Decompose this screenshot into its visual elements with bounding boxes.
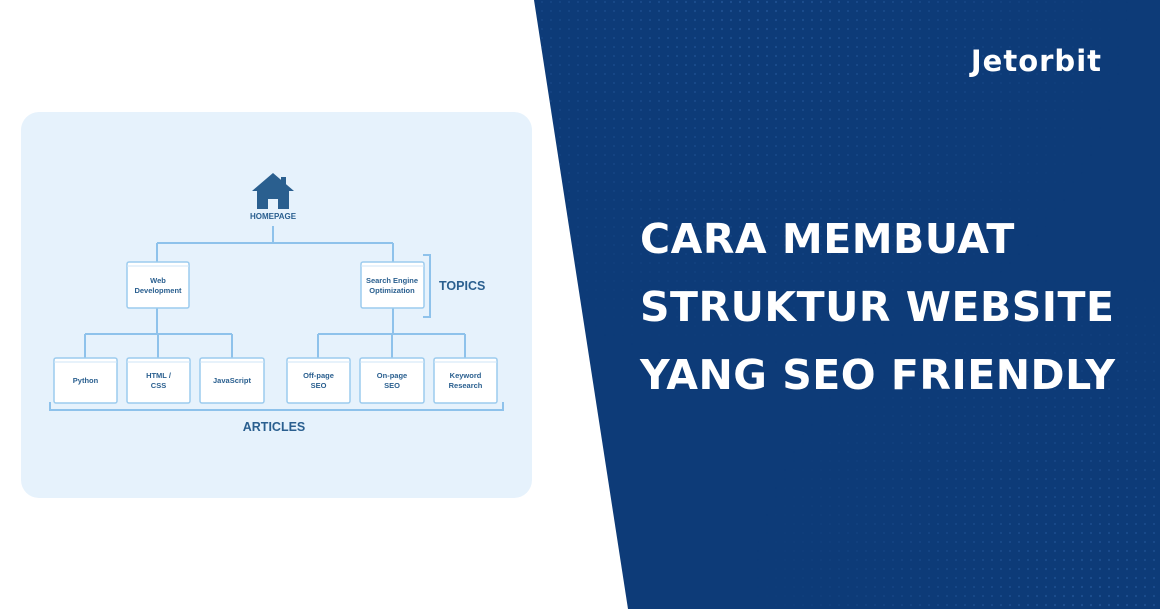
article-box: On-page SEO <box>359 357 425 404</box>
article-label-line-1: Python <box>73 376 99 385</box>
articles-bracket <box>49 402 504 411</box>
topic-seo-line-1: Search Engine <box>366 276 418 285</box>
connector-lines <box>84 226 466 358</box>
headline-line-3: YANG SEO FRIENDLY <box>640 351 1116 399</box>
article-label-line-1: Off-page <box>303 371 334 380</box>
headline: CARA MEMBUAT STRUKTUR WEBSITE YANG SEO F… <box>640 205 1140 409</box>
topics-label: TOPICS <box>439 279 485 293</box>
article-label-line-1: Keyword <box>450 371 482 380</box>
topic-box-search-engine-optimization: Search Engine Optimization <box>360 261 425 309</box>
homepage-label: HOMEPAGE <box>250 212 297 221</box>
article-label-line-1: HTML / <box>146 371 172 380</box>
article-label-line-2: SEO <box>384 381 400 390</box>
home-icon <box>252 173 294 209</box>
article-box: Keyword Research <box>433 357 498 404</box>
jetorbit-logo: Jetorbit <box>970 44 1102 78</box>
article-label-line-1: JavaScript <box>213 376 251 385</box>
topics-bracket <box>423 254 431 318</box>
article-label-line-2: SEO <box>311 381 327 390</box>
article-box: JavaScript <box>199 357 265 404</box>
headline-line-1: CARA MEMBUAT <box>640 215 1015 263</box>
topic-seo-line-2: Optimization <box>369 286 415 295</box>
article-box: Python <box>53 357 118 404</box>
articles-label: ARTICLES <box>243 420 306 434</box>
headline-line-2: STRUKTUR WEBSITE <box>640 283 1115 331</box>
topic-web-line-1: Web <box>150 276 166 285</box>
article-label-line-2: CSS <box>151 381 166 390</box>
site-structure-diagram: HOMEPAGE Web Development Search Engine O… <box>49 173 504 434</box>
article-label-line-2: Research <box>449 381 483 390</box>
article-box: Off-page SEO <box>286 357 351 404</box>
topic-web-line-2: Development <box>134 286 182 295</box>
article-box: HTML / CSS <box>126 357 191 404</box>
topic-box-web-development: Web Development <box>126 261 190 309</box>
article-label-line-1: On-page <box>377 371 407 380</box>
